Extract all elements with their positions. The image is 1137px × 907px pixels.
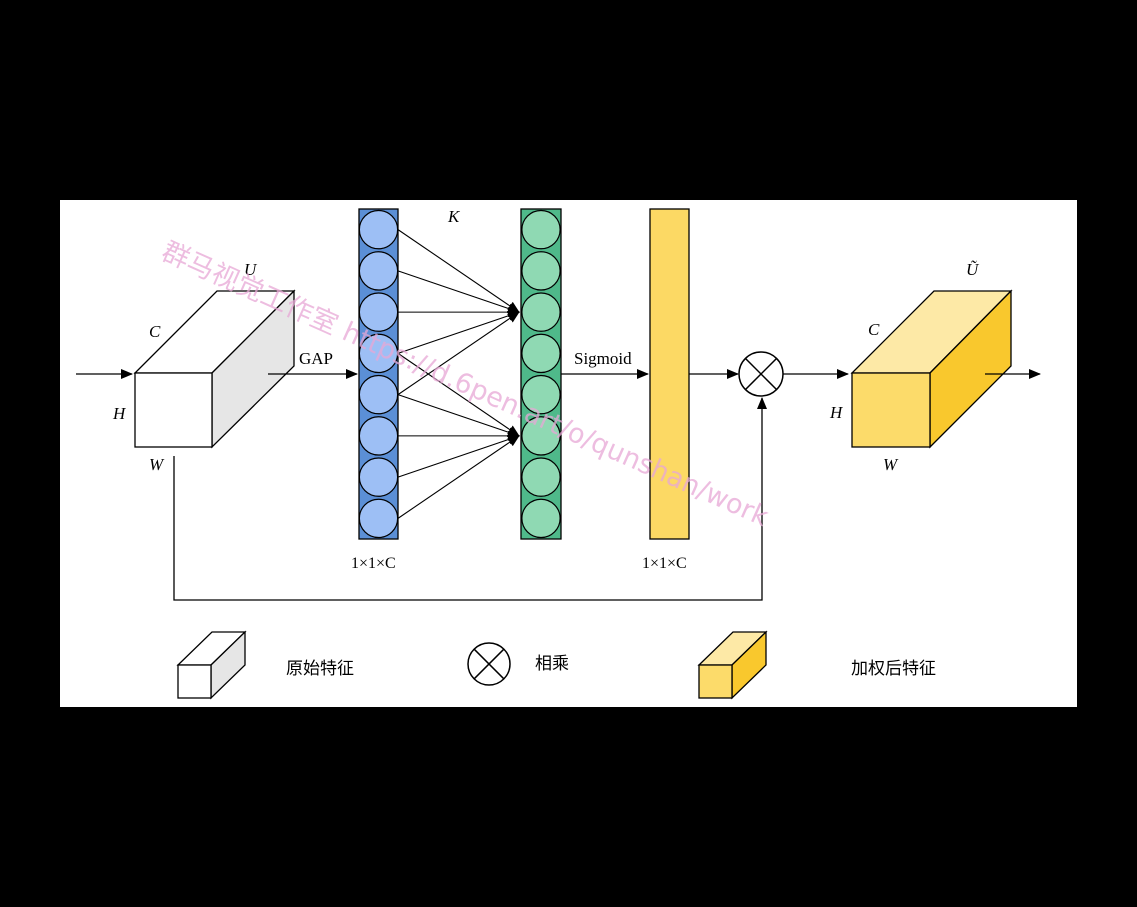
dim-label-right: 1×1×C: [642, 555, 687, 572]
fc-line-2: [397, 270, 520, 314]
circle-times-icon: [738, 351, 784, 397]
green-node-1: [521, 209, 561, 250]
skip-connection: [173, 397, 767, 601]
label-u-tilde: Ũ: [966, 260, 980, 279]
fc-line-1: [397, 229, 520, 313]
blue-node-3: [358, 292, 399, 332]
green-node-4: [521, 333, 561, 374]
label-w-output: W: [883, 455, 899, 474]
fc-connections: [397, 229, 520, 519]
fc-line-10: [397, 435, 520, 519]
label-h-output: H: [829, 403, 844, 422]
fc-line-6: [397, 352, 520, 437]
fc-line-7: [397, 394, 520, 438]
blue-node-7: [358, 457, 399, 497]
green-node-7: [521, 457, 561, 497]
output-feature-cube: [850, 289, 1013, 449]
label-w-input: W: [149, 455, 165, 474]
diagram-panel: [60, 200, 1077, 707]
legend-weighted-cube-icon: [697, 630, 768, 700]
legend-multiply-label: 相乘: [535, 654, 569, 674]
green-node-8: [521, 498, 561, 539]
green-node-2: [521, 251, 561, 291]
green-node-5: [521, 374, 561, 415]
blue-node-4: [358, 333, 399, 374]
input-feature-cube: [133, 289, 296, 449]
green-node-6: [521, 416, 561, 456]
legend-original-label: 原始特征: [286, 659, 354, 679]
blue-node-8: [358, 498, 399, 539]
blue-node-6: [358, 416, 399, 456]
legend: 原始特征 相乘 加权后特征: [176, 630, 936, 700]
legend-weighted-label: 加权后特征: [851, 659, 936, 679]
blue-node-5: [358, 374, 399, 415]
yellow-weight-bar: [649, 208, 690, 540]
fc-line-9: [397, 434, 520, 478]
input-cube-front: [134, 372, 213, 448]
blue-layer-nodes: [358, 209, 399, 539]
label-c-input: C: [149, 322, 161, 341]
gap-label: GAP: [299, 349, 333, 368]
blue-node-2: [358, 251, 399, 291]
label-h-input: H: [112, 404, 127, 423]
fc-line-4: [397, 310, 520, 354]
label-k: K: [447, 207, 461, 226]
green-node-3: [521, 292, 561, 332]
dim-label-left: 1×1×C: [351, 555, 396, 572]
blue-node-1: [358, 209, 399, 250]
label-u: U: [244, 260, 258, 279]
legend-original-cube-icon: [176, 630, 247, 700]
fc-line-5: [397, 311, 520, 396]
sigmoid-label: Sigmoid: [574, 349, 632, 368]
output-cube-front: [851, 372, 931, 448]
green-layer-nodes: [521, 209, 561, 539]
label-c-output: C: [868, 320, 880, 339]
legend-multiply-icon: [467, 642, 511, 686]
